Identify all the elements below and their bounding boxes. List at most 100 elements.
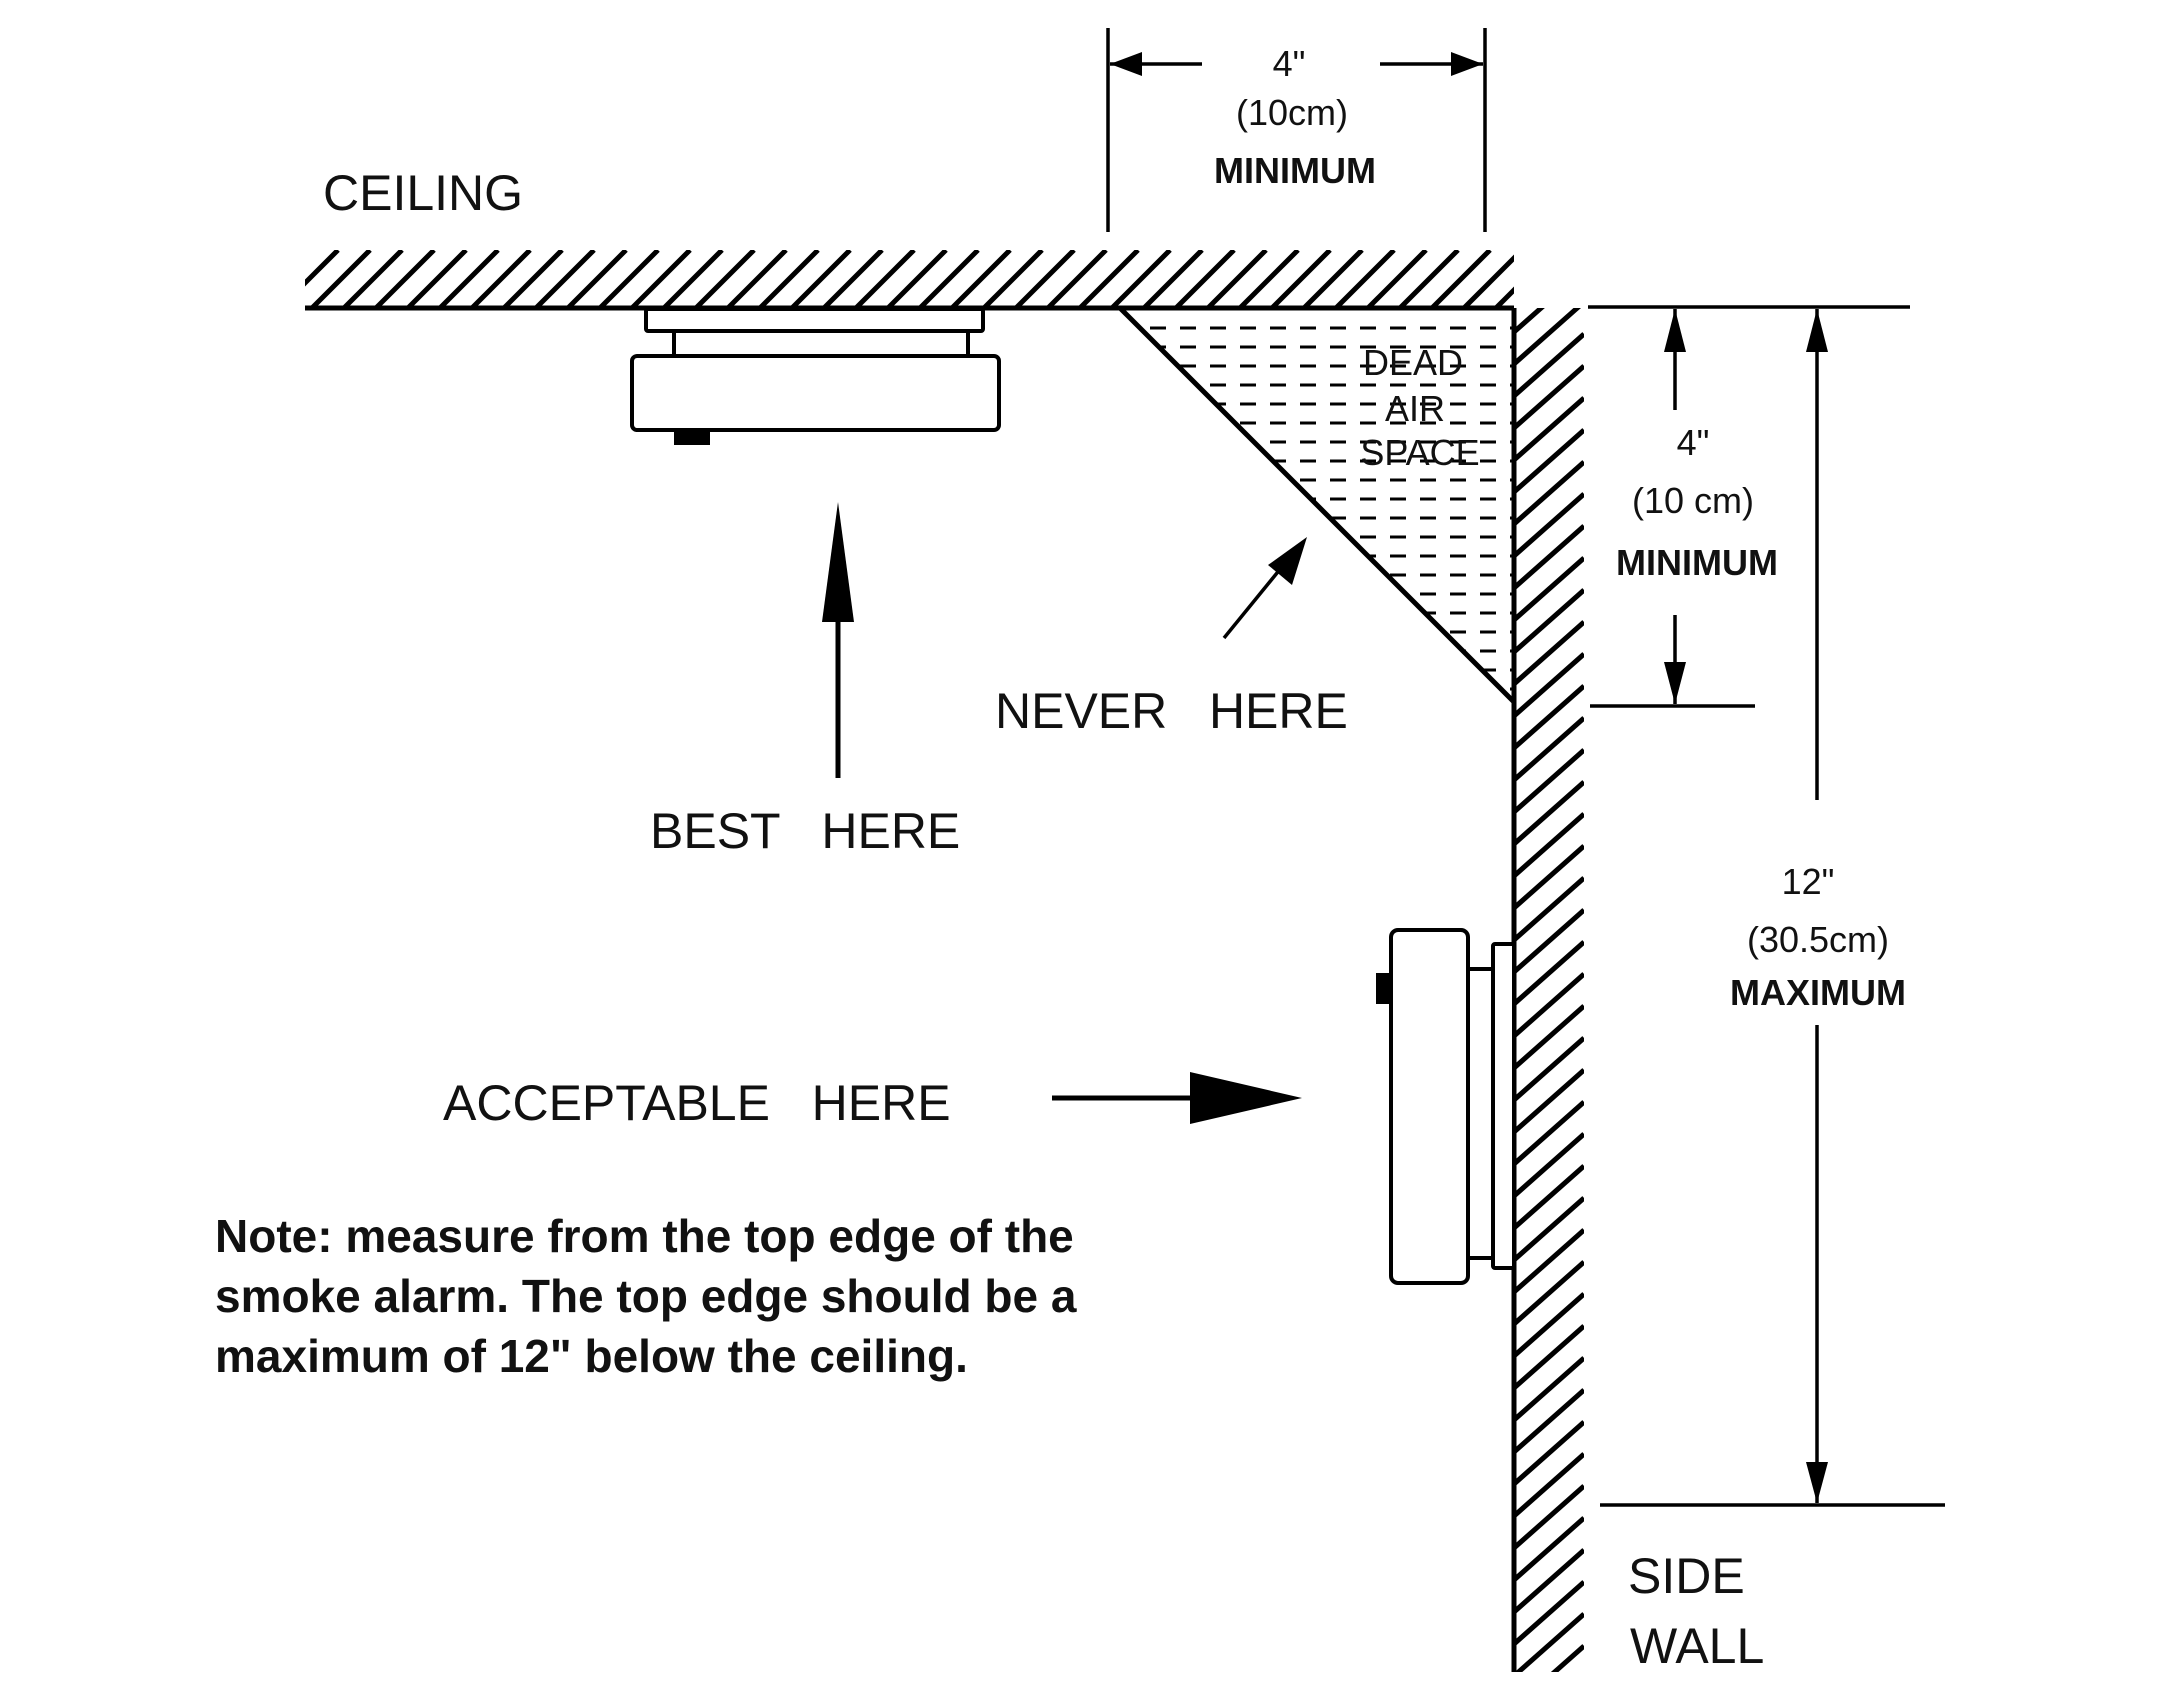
wall-max-qualifier: MAXIMUM: [1730, 972, 1906, 1013]
hatch-line: [1514, 1260, 1584, 1326]
best-here-arrow: [822, 502, 854, 778]
hatch-line: [1514, 1100, 1584, 1166]
hatch-line: [310, 250, 372, 308]
hatch-line: [1514, 1068, 1584, 1134]
acceptable-here-label: ACCEPTABLE HERE: [443, 1075, 951, 1131]
wall-smoke-alarm: [1376, 928, 1516, 1285]
hatch-line: [630, 250, 692, 308]
hatch-line: [1514, 524, 1584, 590]
ceiling-offset-value: 4": [1273, 43, 1306, 84]
hatch-line: [1528, 250, 1586, 308]
ceiling-offset-metric: (10cm): [1236, 92, 1348, 133]
hatch-line: [982, 250, 1044, 308]
hatch-line: [1514, 238, 1584, 300]
hatch-line: [1514, 1004, 1584, 1070]
hatch-line: [1514, 1388, 1584, 1454]
hatch-line: [1270, 250, 1332, 308]
hatch-line: [1462, 254, 1514, 308]
hatch-line: [1514, 556, 1584, 622]
hatch-line: [950, 250, 1012, 308]
hatch-line: [566, 250, 628, 308]
hatch-line: [470, 250, 532, 308]
test-button: [674, 430, 710, 445]
hatch-line: [1430, 250, 1492, 308]
hatch-line: [1514, 1196, 1584, 1262]
hatch-line: [1366, 250, 1428, 308]
hatch-line: [1514, 1484, 1584, 1550]
hatch-line: [406, 250, 468, 308]
best-here-label: BEST HERE: [650, 803, 960, 859]
hatch-line: [1514, 652, 1584, 718]
arrowhead-left: [1110, 52, 1142, 76]
hatch-line: [1046, 250, 1108, 308]
hatch-line: [822, 250, 884, 308]
side-wall-label-2: WALL: [1630, 1618, 1764, 1674]
dead-air-label-1: DEAD: [1363, 342, 1463, 383]
arrowhead-up: [1806, 309, 1828, 352]
wall-max-metric: (30.5cm): [1747, 919, 1889, 960]
hatch-line: [1514, 748, 1584, 814]
hatch-line: [1514, 1452, 1584, 1518]
hatch-line: [502, 250, 564, 308]
wall-min-value: 4": [1677, 422, 1710, 463]
hatch-line: [1514, 492, 1584, 558]
hatch-line: [1514, 1292, 1584, 1358]
hatch-line: [1514, 972, 1584, 1038]
hatch-line: [598, 250, 660, 308]
hatch-line: [1514, 684, 1584, 750]
hatch-line: [1014, 250, 1076, 308]
ceiling-offset-qualifier: MINIMUM: [1214, 150, 1376, 191]
hatch-line: [1514, 1548, 1584, 1614]
hatch-line: [1514, 332, 1584, 398]
hatch-line: [1142, 250, 1204, 308]
hatch-line: [1514, 844, 1584, 910]
note-line-1: Note: measure from the top edge of the: [215, 1210, 1074, 1262]
hatch-line: [1514, 396, 1584, 462]
hatch-line: [1514, 812, 1584, 878]
hatch-line: [1110, 250, 1172, 308]
dead-air-label-2: AIR: [1385, 388, 1445, 429]
hatch-line: [1550, 1644, 1584, 1672]
never-here-label: NEVER HERE: [995, 683, 1348, 739]
hatch-line: [886, 250, 948, 308]
ceiling-offset-dimension: [1106, 28, 1487, 232]
hatch-line: [1514, 460, 1584, 526]
hatch-line: [438, 250, 500, 308]
hatch-line: [342, 250, 404, 308]
hatch-line: [1514, 1420, 1584, 1486]
hatch-line: [790, 250, 852, 308]
hatch-line: [854, 250, 916, 308]
ceiling-smoke-alarm: [630, 307, 1001, 445]
hatch-line: [726, 250, 788, 308]
hatch-line: [1302, 250, 1364, 308]
hatch-line: [758, 250, 820, 308]
hatch-line: [1514, 620, 1584, 686]
arrowhead-down: [1664, 662, 1686, 704]
note-line-3: maximum of 12" below the ceiling.: [215, 1330, 968, 1382]
hatch-line: [1514, 428, 1584, 494]
hatch-line: [1494, 286, 1514, 308]
arrowhead-down: [1806, 1462, 1828, 1503]
hatch-line: [1514, 1324, 1584, 1390]
side-wall-label-1: SIDE: [1628, 1548, 1745, 1604]
hatch-line: [1514, 1132, 1584, 1198]
acceptable-here-arrow: [1052, 1072, 1302, 1124]
hatch-line: [1078, 250, 1140, 308]
dead-air-label-3: SPACE: [1360, 432, 1479, 473]
side-wall-hatch: [1511, 238, 1584, 1672]
arrowhead-up: [1664, 309, 1686, 352]
hatch-line: [1238, 250, 1300, 308]
hatch-line: [662, 250, 724, 308]
hatch-line: [1514, 308, 1545, 334]
hatch-line: [1514, 1516, 1584, 1582]
wall-min-qualifier: MINIMUM: [1616, 542, 1778, 583]
hatch-line: [534, 250, 596, 308]
hatch-line: [1514, 716, 1584, 782]
hatch-line: [1514, 1164, 1584, 1230]
ceiling-hatch: [305, 250, 1586, 311]
hatch-line: [1514, 588, 1584, 654]
hatch-line: [1514, 364, 1584, 430]
hatch-line: [1514, 1612, 1584, 1672]
hatch-line: [305, 250, 340, 287]
